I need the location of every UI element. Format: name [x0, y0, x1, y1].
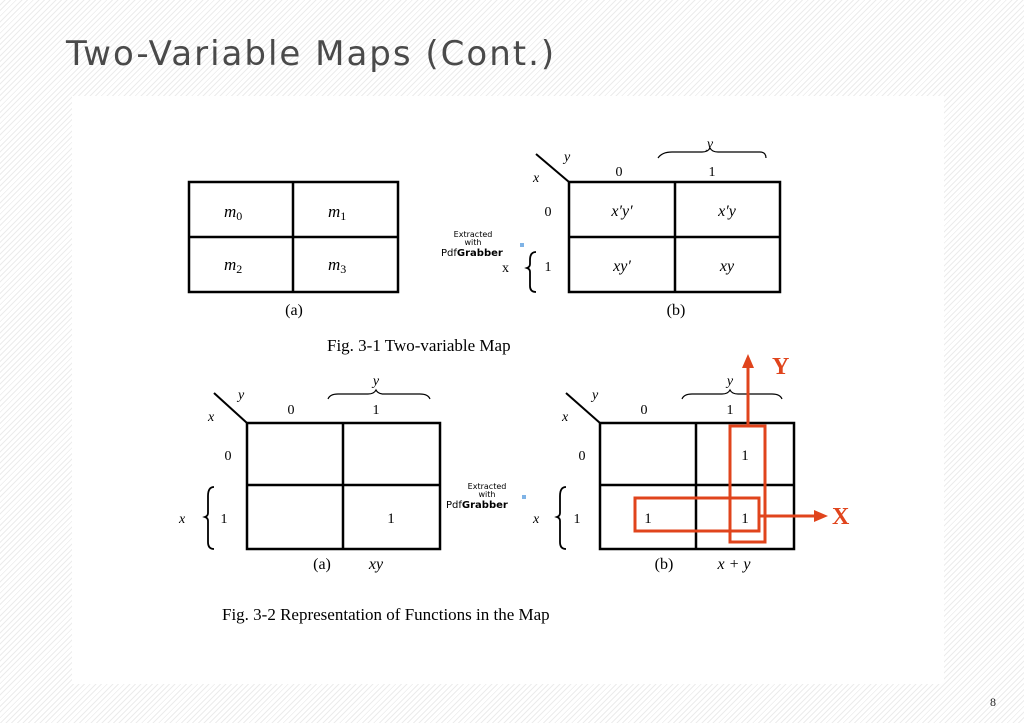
fig31b-row-side: x: [502, 261, 509, 276]
fig32a-row-val-1: 1: [221, 512, 228, 527]
fig32b-corner-diagonal: [565, 392, 601, 424]
fig31b-cell-11: xy: [719, 258, 735, 275]
fig32-caption: Fig. 3-2 Representation of Functions in …: [222, 605, 550, 624]
fig31b-row-val-0: 0: [545, 205, 552, 220]
fig32b-cell-10: 1: [644, 511, 652, 527]
fig32b-col-val-1: 1: [727, 403, 734, 418]
fig32a-row-brace: [202, 486, 215, 550]
arrow-y-label: Y: [772, 354, 789, 380]
fig32a-row-side: x: [178, 512, 186, 527]
watermark-1-line2: with: [465, 238, 482, 247]
fig32b-cell-01: 1: [741, 448, 749, 464]
watermark-2-line1: Extracted: [468, 482, 507, 491]
fig32b-col-brace: [681, 388, 783, 400]
fig32a-row-var: x: [207, 410, 215, 425]
watermark-2-dot: [522, 495, 526, 499]
fig32b-highlights: Y X: [633, 354, 850, 544]
kmap-figure: m0 m1 m2 m3 (a) Extracted with PdfGrabbe…: [178, 137, 850, 624]
fig32a-col-val-0: 0: [288, 403, 295, 418]
fig31a-caption: (a): [285, 302, 303, 319]
fig31b-caption: (b): [667, 302, 686, 319]
fig31b-col-brace: [657, 146, 767, 159]
watermark-2-brand: PdfGrabber: [446, 500, 508, 511]
fig31a-cell-m3: m3: [328, 255, 346, 276]
fig32a-corner-diagonal: [213, 392, 248, 424]
fig31b-cell-01: x′y: [717, 203, 737, 220]
arrow-x-head: [814, 510, 828, 522]
fig31b-col-top: y: [705, 137, 714, 152]
fig31b-col-val-0: 0: [616, 165, 623, 180]
fig31a-map: m0 m1 m2 m3 (a): [187, 180, 400, 319]
watermark-2-line2: with: [479, 490, 496, 499]
fig31b-row-val-1: 1: [545, 260, 552, 275]
fig32b-col-val-0: 0: [641, 403, 648, 418]
fig32a-col-var: y: [236, 388, 245, 403]
fig32b-map: y x y 0 1 0 1 x 1 1 1 (b) x + y Y X: [532, 354, 850, 573]
fig32a-cell-11: 1: [387, 511, 395, 527]
watermark-1-line1: Extracted: [454, 230, 493, 239]
fig31a-cell-m1: m1: [328, 202, 346, 223]
fig31b-row-brace: [524, 251, 537, 293]
fig31b-col-val-1: 1: [709, 165, 716, 180]
slide-title: Two-Variable Maps (Cont.): [66, 34, 557, 74]
page-number: 8: [990, 695, 996, 709]
fig32b-row-side: x: [532, 512, 540, 527]
fig32b-row-brace: [554, 486, 567, 550]
fig32a-map: y x y 0 1 0 1 x 1 (a) xy: [178, 374, 442, 573]
fig32a-col-brace: [327, 388, 431, 400]
fig31-caption: Fig. 3-1 Two-variable Map: [327, 336, 511, 355]
fig32b-cell-11: 1: [741, 511, 749, 527]
fig31b-cell-10: xy′: [612, 258, 631, 275]
watermark-1: Extracted with PdfGrabber: [441, 230, 524, 259]
figure-panel: m0 m1 m2 m3 (a) Extracted with PdfGrabbe…: [72, 96, 944, 684]
fig32b-col-var: y: [590, 388, 599, 403]
fig31b-row-var: x: [532, 171, 540, 186]
fig31b-map: y x y 0 1 0 1 x x′y′ x′y xy′ xy (b): [502, 137, 782, 319]
fig31a-cell-m0: m0: [224, 202, 242, 223]
fig32b-row-val-1: 1: [574, 512, 581, 527]
fig32a-col-val-1: 1: [373, 403, 380, 418]
arrow-x-label: X: [832, 504, 850, 530]
fig32b-function: x + y: [717, 556, 752, 573]
fig32a-col-top: y: [371, 374, 380, 389]
watermark-1-dot: [520, 243, 524, 247]
fig31a-cell-m2: m2: [224, 255, 242, 276]
fig32b-col-top: y: [725, 374, 734, 389]
fig31b-corner-diagonal: [535, 153, 570, 183]
arrow-y-head: [742, 354, 754, 368]
fig32b-row-val-0: 0: [579, 449, 586, 464]
fig31b-cell-00: x′y′: [610, 203, 633, 220]
watermark-1-brand: PdfGrabber: [441, 248, 503, 259]
fig32b-caption: (b): [655, 556, 674, 573]
watermark-2: Extracted with PdfGrabber: [446, 482, 526, 511]
fig32a-row-val-0: 0: [225, 449, 232, 464]
fig31b-col-var: y: [562, 150, 571, 165]
fig32a-function: xy: [368, 556, 384, 573]
fig32b-row-var: x: [561, 410, 569, 425]
fig32a-caption: (a): [313, 556, 331, 573]
